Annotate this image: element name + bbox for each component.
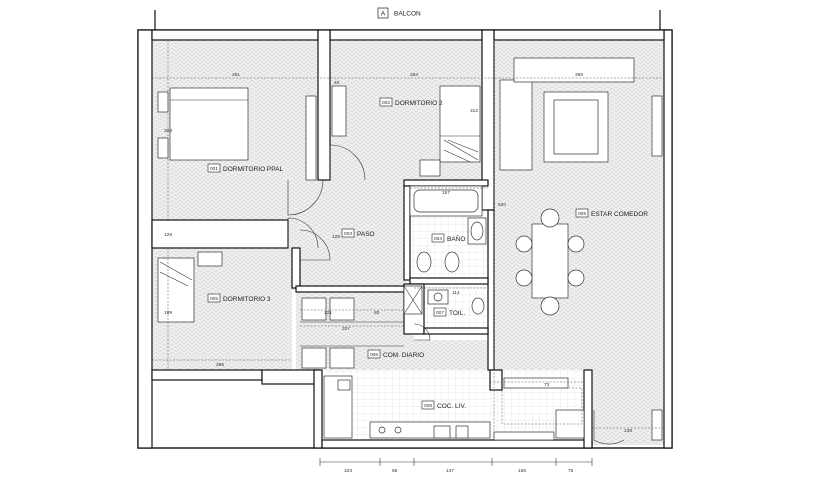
room-name: TOIL. — [449, 310, 465, 317]
room-name: DORMITORIO PPAL — [223, 166, 283, 173]
dim-dorm3-depth: 189 — [164, 310, 172, 316]
room-code: 003 — [344, 231, 352, 237]
dim-dorm2-width: 284 — [410, 72, 418, 78]
room-code: 007 — [436, 310, 444, 316]
kitchen-counters — [323, 375, 585, 441]
room-code: 009 — [578, 211, 586, 217]
room-labels: 001 DORMITORIO PPAL 002 DORMITORIO 2 003… — [207, 97, 648, 410]
room-code: 005 — [210, 296, 218, 302]
bathroom-fixtures — [403, 185, 487, 315]
dim-bottom-2: 58 — [392, 468, 398, 474]
room-name: ESTAR COMEDOR — [591, 211, 648, 218]
room-code: 008 — [424, 403, 432, 409]
room-name: COC. LIV. — [437, 403, 466, 410]
room-name: DORMITORIO 3 — [223, 296, 271, 303]
room-label-cocina: 008 COC. LIV. — [421, 400, 466, 410]
room-code: 006 — [370, 352, 378, 358]
dim-bottom-1: 103 — [344, 468, 352, 474]
dim-estar-end: 138 — [624, 428, 632, 434]
bed-room3 — [157, 251, 223, 323]
dimension-lines — [152, 40, 664, 466]
room-label-com-diario: 006 COM. DIARIO — [367, 349, 424, 359]
living-furniture — [499, 57, 663, 441]
dim-bottom-3: 147 — [446, 468, 454, 474]
room-name: BAÑO — [447, 234, 465, 243]
dim-closet: 129 — [164, 232, 172, 238]
balcony-label: A BALCON — [154, 7, 661, 30]
dimension-labels: 261 40 284 395 308 312 157 620 125 129 1… — [164, 72, 632, 474]
room-label-dormitorio-3: 005 DORMITORIO 3 — [207, 293, 271, 303]
dim-dorm-ppal-width: 261 — [232, 72, 240, 78]
dim-dorm2-depth: 312 — [470, 108, 478, 114]
bed-master — [157, 87, 317, 181]
room-label-toil: 007 TOIL. — [433, 307, 465, 317]
room-code: 002 — [382, 100, 390, 106]
dim-com-b: 80 — [374, 310, 380, 316]
dim-bottom-5: 75 — [568, 468, 574, 474]
dim-bano-width: 157 — [442, 190, 450, 196]
dim-wall: 40 — [334, 80, 340, 86]
interior-walls — [137, 29, 673, 449]
room-name: DORMITORIO 2 — [395, 100, 443, 107]
room-name: PASO — [357, 231, 375, 238]
dim-estar-depth: 620 — [498, 202, 506, 208]
dim-bottom-4: 156 — [518, 468, 526, 474]
room-label-dormitorio-2: 002 DORMITORIO 2 — [379, 97, 443, 107]
dim-toil-width: 114 — [452, 290, 460, 296]
dim-dorm3-width: 286 — [216, 362, 224, 368]
dim-dorm-ppal-depth: 308 — [164, 128, 172, 134]
room-label-estar-comedor: 009 ESTAR COMEDOR — [575, 208, 648, 218]
dim-com-a: 121 — [324, 310, 332, 316]
balcony-name: BALCON — [394, 11, 421, 18]
room-code: 001 — [210, 166, 218, 172]
room-label-dormitorio-ppal: 001 DORMITORIO PPAL — [207, 163, 283, 173]
bed-room2 — [331, 85, 481, 177]
doors — [287, 144, 625, 445]
dim-com-c: 207 — [342, 326, 350, 332]
room-label-paso: 003 PASO — [341, 228, 375, 238]
room-name: COM. DIARIO — [383, 352, 424, 359]
dim-passage: 125 — [332, 234, 340, 240]
room-code: 004 — [434, 236, 442, 242]
balcony-tag: A — [381, 11, 386, 18]
dim-estar-width: 395 — [575, 72, 583, 78]
dining-nook-furniture — [300, 297, 404, 369]
room-label-bano: 004 BAÑO — [431, 233, 465, 243]
dim-kitchen: 73 — [544, 382, 550, 388]
